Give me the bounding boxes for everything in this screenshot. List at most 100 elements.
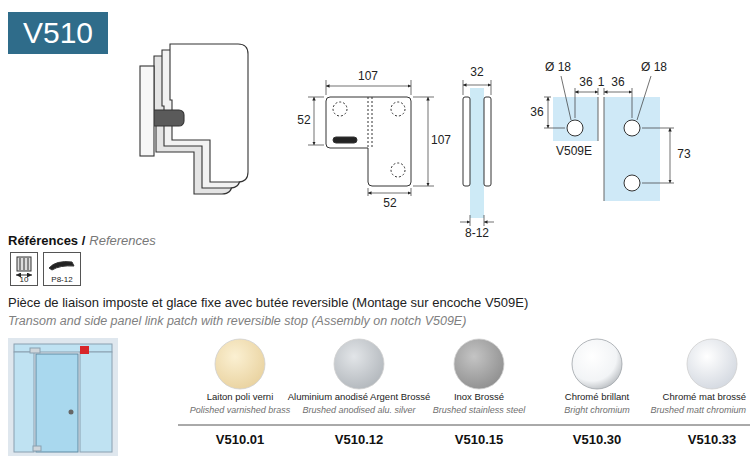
front-view-part-part: [308, 145, 324, 146]
finish-swatch-part: [687, 339, 737, 389]
front-view-part-part: [368, 193, 411, 194]
notch-drawing-part-part: [575, 88, 576, 118]
front-view-part-part: [411, 188, 412, 196]
pictogram-part: [20, 258, 21, 270]
side-view-part-part: [463, 85, 491, 86]
door-illustration-part: [30, 348, 40, 353]
dimension: 8-12: [465, 227, 489, 241]
dimension: 36: [579, 76, 592, 90]
dimension: 32: [470, 66, 483, 80]
finish-swatch-part: [334, 339, 384, 389]
article-code: V510.01: [216, 433, 264, 448]
finish-name: Aluminium anodisé Argent Brossé: [288, 392, 431, 403]
finish-swatch-part: [572, 339, 622, 389]
front-view-part-part: [308, 97, 324, 98]
front-view-part-part: [326, 80, 327, 95]
notch-drawing-part: [553, 97, 598, 141]
dimension: 52: [297, 114, 310, 128]
side-view-part-part: [460, 222, 470, 223]
notch-drawing-part-part: [604, 88, 605, 95]
heading-group: Références /References: [8, 231, 156, 249]
notch-drawing-part: [624, 120, 640, 136]
dimension: 36: [530, 106, 543, 120]
article-code: V510.15: [455, 433, 503, 448]
front-view-part-part: [368, 188, 369, 196]
side-view-part-part: [470, 215, 471, 226]
pictogram-part: [17, 257, 31, 271]
door-illustration-part: [36, 354, 78, 452]
finish-name-en: Brushed matt chromium: [650, 405, 746, 415]
front-view-part: [333, 137, 357, 143]
notch-drawing-part-part: [598, 88, 599, 95]
notch-drawing-part: [544, 76, 674, 183]
pictogram-text: P8-12: [51, 276, 72, 284]
door-illustration-part: [33, 446, 41, 451]
notch-drawing-part-part: [561, 76, 571, 120]
door-illustration-part: [80, 346, 89, 354]
dimension: 52: [383, 197, 396, 211]
door-illustration-part: [80, 352, 112, 452]
front-view-part-part: [326, 86, 411, 87]
side-view-part: [460, 80, 494, 226]
front-view-part-part: [413, 97, 434, 98]
finish-name: Inox Brossé: [454, 392, 504, 403]
side-view-part: [470, 88, 484, 218]
side-view-part: [484, 97, 491, 186]
patch-illustration-part: [150, 110, 184, 126]
finish-swatch: [215, 339, 737, 389]
pictogram-part: [28, 258, 29, 270]
side-view-part-part: [484, 215, 485, 226]
finish-name-en: Bright chromium: [564, 405, 630, 415]
dimension: 107: [431, 134, 451, 148]
dimension: 1: [598, 76, 605, 90]
notch-drawing: [544, 76, 674, 201]
door-illustration-part: [8, 338, 118, 456]
door-illustration-part: [69, 410, 74, 415]
front-view: [308, 80, 434, 196]
pictogram-part: [24, 258, 25, 270]
notch-drawing-part-part: [548, 97, 549, 128]
finish-name-en: Brushed anodised alu. silver: [302, 405, 415, 415]
finish-name-en: Brushed stainless steel: [433, 405, 526, 415]
pictogram-box: 10: [10, 252, 38, 286]
notch-drawing-part-part: [544, 97, 551, 98]
notch-drawing-part-part: [632, 88, 633, 118]
description-en: Transom and side panel link patch with r…: [8, 314, 466, 328]
notch-drawing-part-part: [544, 128, 565, 129]
title-box: V510: [8, 12, 108, 54]
title-text: V510: [23, 16, 93, 49]
dimension: Ø 18: [545, 61, 571, 75]
finish-name: Laiton poli verni: [207, 392, 274, 403]
side-view-part: [463, 97, 470, 186]
part-reference: V509E: [556, 145, 592, 159]
section-heading-en: References: [89, 233, 155, 248]
table-rule: [178, 425, 750, 426]
front-view-part: [372, 97, 373, 148]
front-view-part: [391, 102, 405, 116]
side-view-part-part: [463, 80, 464, 95]
notch-drawing-part: [567, 120, 583, 136]
notch-drawing-part-part: [642, 183, 674, 184]
article-code: V510.33: [688, 433, 736, 448]
notch-drawing-part-part: [670, 128, 671, 183]
front-view-part: [333, 102, 347, 116]
patch-illustration-part: [140, 66, 154, 156]
door-illustration-part: [14, 344, 112, 352]
front-view-part: [368, 97, 369, 148]
pictogram-box: P8-12: [43, 252, 81, 286]
front-view-part-part: [314, 97, 315, 145]
door-illustration-part: [14, 352, 34, 452]
notch-drawing-part-part: [642, 128, 674, 129]
notch-drawing-part-part: [604, 92, 632, 93]
front-view-part: [308, 80, 434, 196]
dimension: Ø 18: [641, 61, 667, 75]
finish-swatch-part: [215, 339, 265, 389]
front-view-part-part: [413, 186, 434, 187]
front-view-part-part: [428, 97, 429, 186]
dimension: 73: [677, 148, 690, 162]
finish-name: Chromé brillant: [565, 392, 629, 403]
notch-drawing-part: [598, 97, 599, 141]
pictogram-text: 10: [20, 276, 29, 284]
pictogram: [16, 257, 74, 275]
